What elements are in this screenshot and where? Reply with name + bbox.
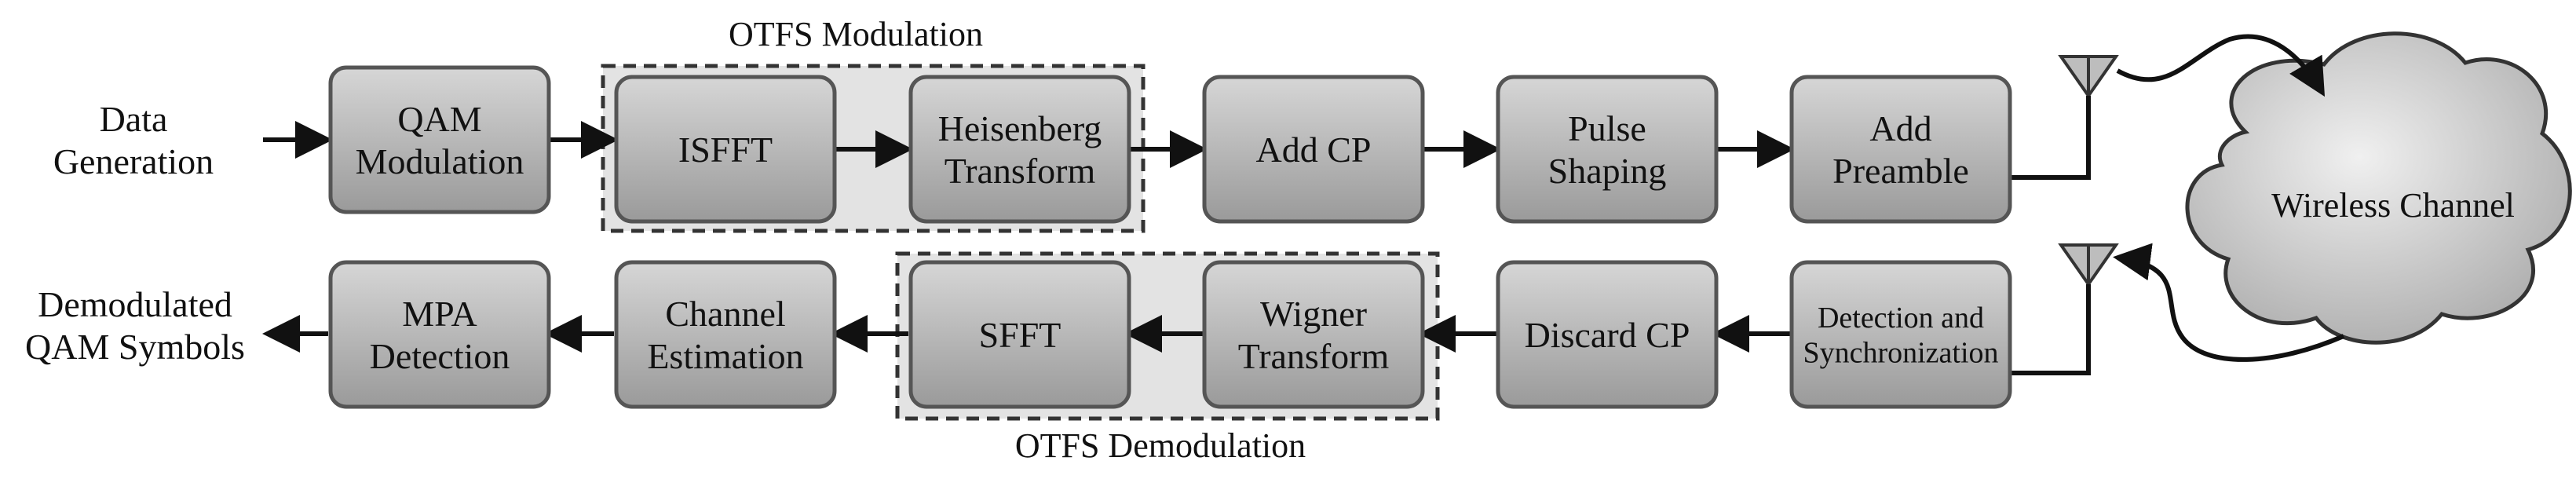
pulse-shaping-block-text-2: Shaping [1548,151,1667,191]
detection-synchronization-block-text-1: Detection and [1818,302,1984,335]
sfft-block: SFFT [908,260,1131,409]
channel-estimation-block-text-1: Channel [665,294,785,334]
add-cp-block: Add CP [1202,75,1425,224]
heisenberg-transform-block-text-1: Heisenberg [938,108,1102,148]
pulse-shaping-block-text-1: Pulse [1568,108,1646,148]
heisenberg-transform-block-text-2: Transform [945,151,1096,191]
rx-antenna-icon [2058,243,2119,287]
wireless-channel-cloud [2185,31,2572,345]
add-preamble-block-text-1: Add [1869,108,1931,148]
demodulated-symbols-label-text-2: QAM Symbols [25,327,245,367]
isfft-block-text-1: ISFFT [678,130,773,170]
add-preamble-block-text-2: Preamble [1832,151,1969,191]
wigner-transform-block-text-1: Wigner [1260,294,1367,334]
discard-cp-block-text-1: Discard CP [1525,315,1690,355]
wigner-transform-block-text-2: Transform [1238,336,1390,376]
data-generation-label-text-2: Generation [53,141,214,181]
link-tx-to-channel [2116,34,2326,97]
qam-modulation-block-text-2: Modulation [356,141,524,181]
otfs-modulation-label: OTFS Modulation [729,15,983,53]
qam-modulation-block-text-1: QAM [397,99,481,139]
mpa-detection-block-text-2: Detection [370,336,510,376]
demodulated-symbols-label-text-1: Demodulated [38,284,232,324]
wireless-channel-label: Wireless Channel [2271,186,2515,225]
add-cp-block-text-1: Add CP [1256,130,1372,170]
discard-cp-block: Discard CP [1496,260,1719,409]
mpa-detection-block-text-1: MPA [402,294,477,334]
channel-estimation-block-text-2: Estimation [647,336,803,376]
wire-rx-antenna-to-detection [2010,284,2091,375]
link-channel-to-rx [2113,243,2345,362]
isfft-block: ISFFT [614,75,837,224]
otfs-demodulation-label: OTFS Demodulation [1015,426,1306,465]
data-generation-label-text-1: Data [100,99,168,139]
detection-synchronization-block-text-2: Synchronization [1803,337,1998,370]
tx-antenna-icon [2058,55,2119,99]
wire-preamble-to-tx-antenna [2010,96,2091,180]
sfft-block-text-1: SFFT [979,315,1061,355]
